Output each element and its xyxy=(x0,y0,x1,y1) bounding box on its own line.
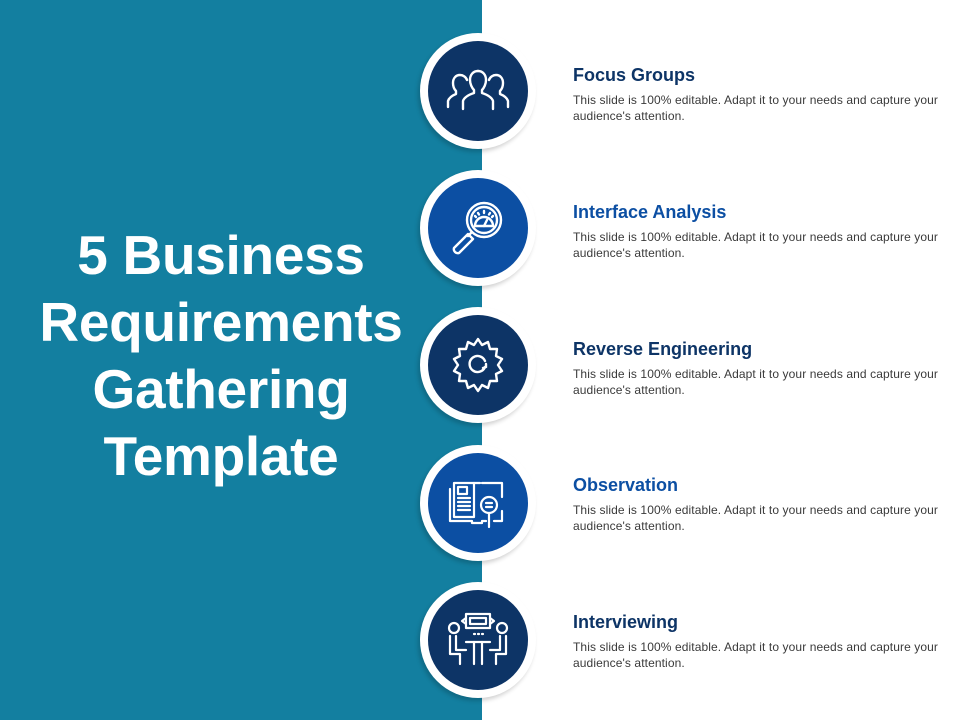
circle-interface-analysis xyxy=(420,170,536,286)
title-line: Gathering xyxy=(92,358,350,420)
item-title: Interviewing xyxy=(573,612,679,632)
title-line: Requirements xyxy=(39,291,403,353)
item-observation: Observation This slide is 100% editable.… xyxy=(573,474,943,534)
title-line: 5 Business xyxy=(77,224,365,286)
item-reverse-engineering: Reverse Engineering This slide is 100% e… xyxy=(573,338,943,398)
left-panel xyxy=(0,0,482,720)
item-description: This slide is 100% editable. Adapt it to… xyxy=(573,93,939,123)
book-magnifier-icon xyxy=(448,481,504,529)
item-description: This slide is 100% editable. Adapt it to… xyxy=(573,503,939,533)
circle-inner xyxy=(428,453,528,553)
item-title: Interface Analysis xyxy=(573,202,727,222)
slide-title: 5 Business Requirements Gathering Templa… xyxy=(0,222,442,490)
item-interviewing: Interviewing This slide is 100% editable… xyxy=(573,611,943,671)
item-title: Focus Groups xyxy=(573,65,696,85)
interview-table-icon xyxy=(447,612,509,666)
item-title: Reverse Engineering xyxy=(573,339,753,359)
magnifier-gauge-icon xyxy=(452,201,503,255)
circle-inner xyxy=(428,178,528,278)
item-title: Observation xyxy=(573,475,679,495)
people-group-icon xyxy=(446,69,510,111)
item-interface-analysis: Interface Analysis This slide is 100% ed… xyxy=(573,201,943,261)
circle-focus-groups xyxy=(420,33,536,149)
circle-inner xyxy=(428,590,528,690)
circle-inner xyxy=(428,315,528,415)
item-description: This slide is 100% editable. Adapt it to… xyxy=(573,640,939,670)
circle-observation xyxy=(420,445,536,561)
gear-refresh-icon xyxy=(452,337,504,393)
item-description: This slide is 100% editable. Adapt it to… xyxy=(573,230,939,260)
item-description: This slide is 100% editable. Adapt it to… xyxy=(573,367,939,397)
title-line: Template xyxy=(103,425,339,487)
item-focus-groups: Focus Groups This slide is 100% editable… xyxy=(573,64,943,124)
circle-reverse-engineering xyxy=(420,307,536,423)
circle-inner xyxy=(428,41,528,141)
circle-interviewing xyxy=(420,582,536,698)
